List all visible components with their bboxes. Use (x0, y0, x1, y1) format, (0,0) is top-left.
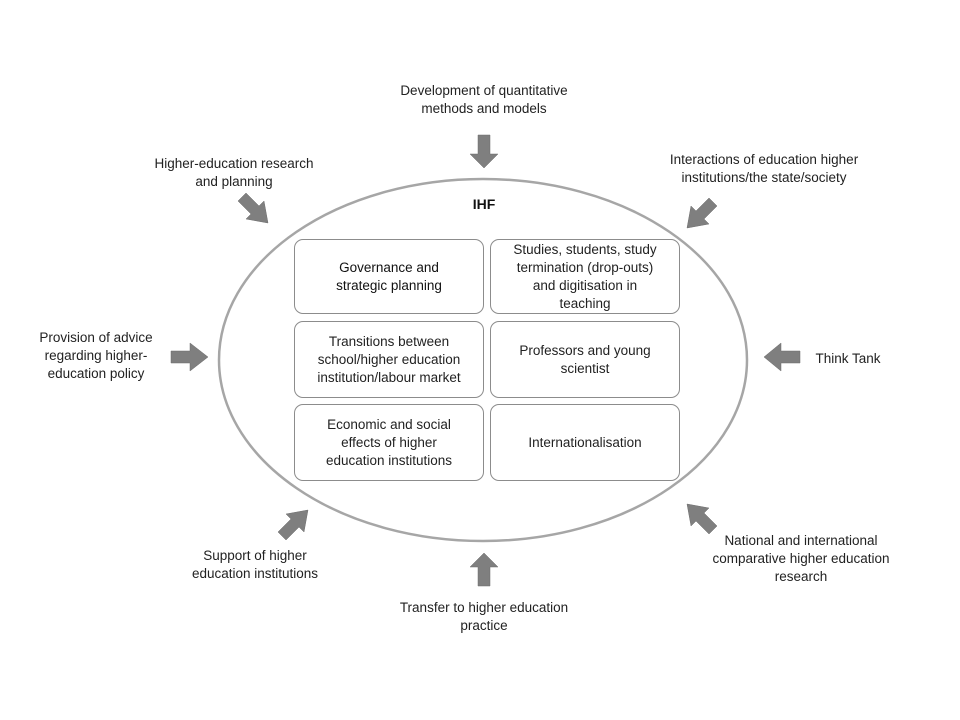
label-top-right: Interactions of education higher institu… (669, 152, 859, 185)
box-transitions-label: Transitions between school/higher educat… (317, 333, 461, 385)
arrow-top (469, 134, 499, 169)
label-top: Development of quantitative methods and … (400, 83, 568, 116)
arrow-left (170, 342, 209, 372)
label-right: Think Tank (815, 351, 881, 366)
label-top-left: Higher-education research and planning (154, 156, 314, 189)
box-economic-label: Economic and social effects of higher ed… (325, 416, 453, 468)
arrow-bottom (469, 552, 499, 587)
box-professors-label: Professors and young scientist (519, 342, 651, 376)
arrow-bottom-left (277, 509, 309, 541)
label-bottom: Transfer to higher education practice (399, 600, 569, 633)
ihf-title: IHF (472, 196, 496, 212)
box-studies: Studies, students, study termination (dr… (490, 239, 680, 314)
box-studies-label: Studies, students, study termination (dr… (513, 241, 657, 311)
box-governance-label: Governance and strategic planning (336, 259, 442, 293)
arrow-top-right (686, 197, 718, 229)
box-governance: Governance and strategic planning (294, 239, 484, 314)
arrow-bottom-right (686, 503, 718, 535)
box-internationalisation: Internationalisation (490, 404, 680, 481)
box-transitions: Transitions between school/higher educat… (294, 321, 484, 398)
box-professors: Professors and young scientist (490, 321, 680, 398)
label-bottom-left: Support of higher education institutions (191, 548, 319, 581)
ihf-ellipse (217, 177, 749, 543)
label-bottom-right: National and international comparative h… (712, 533, 890, 584)
label-left: Provision of advice regarding higher- ed… (39, 330, 153, 381)
arrow-right (763, 342, 801, 372)
box-internationalisation-label: Internationalisation (528, 434, 642, 450)
box-economic: Economic and social effects of higher ed… (294, 404, 484, 481)
arrow-top-left (237, 192, 269, 224)
